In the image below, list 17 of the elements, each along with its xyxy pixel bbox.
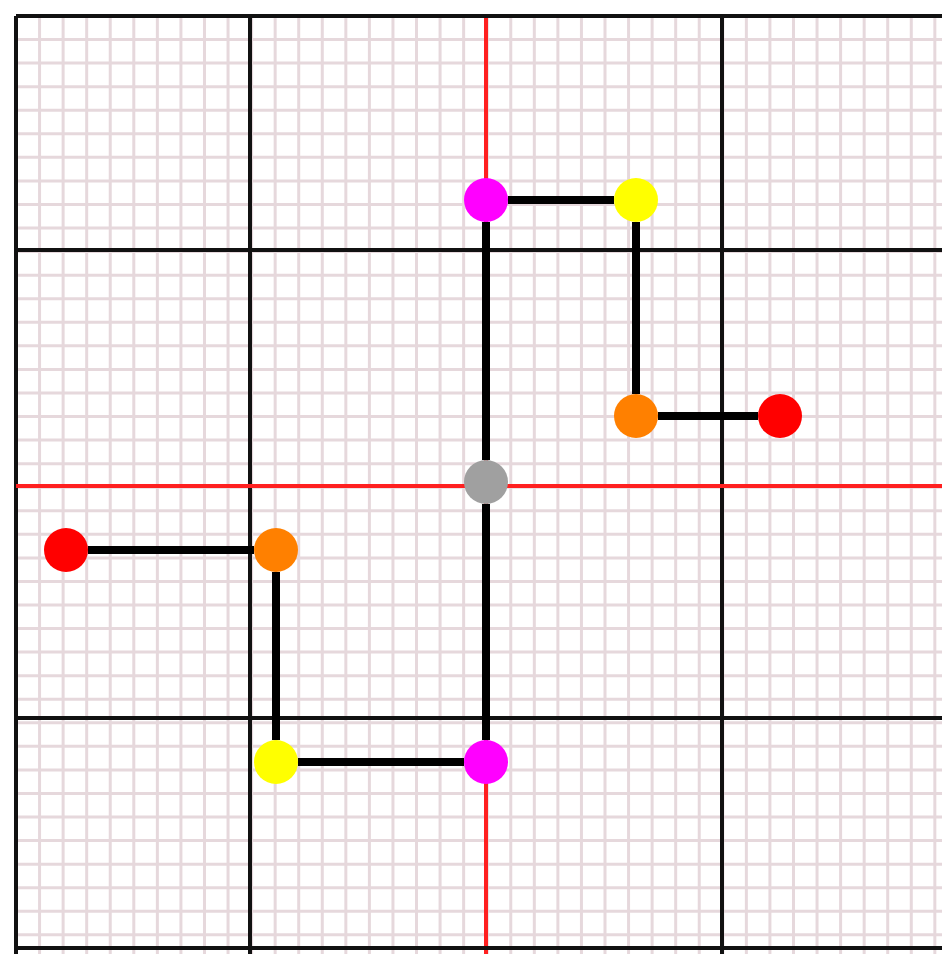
connector-line <box>482 222 490 460</box>
connector-line <box>508 196 614 204</box>
dot-marker <box>758 394 802 438</box>
dot-marker <box>254 528 298 572</box>
dot-marker <box>614 394 658 438</box>
connector-line <box>88 546 254 554</box>
connector-line <box>658 412 758 420</box>
dot-marker <box>44 528 88 572</box>
dot-marker <box>464 460 508 504</box>
dot-marker <box>614 178 658 222</box>
dot-marker <box>464 178 508 222</box>
connector-line <box>272 572 280 740</box>
connector-line <box>298 758 464 766</box>
connector-line <box>482 504 490 740</box>
connector-line <box>632 222 640 394</box>
dot-marker <box>464 740 508 784</box>
dot-marker <box>254 740 298 784</box>
